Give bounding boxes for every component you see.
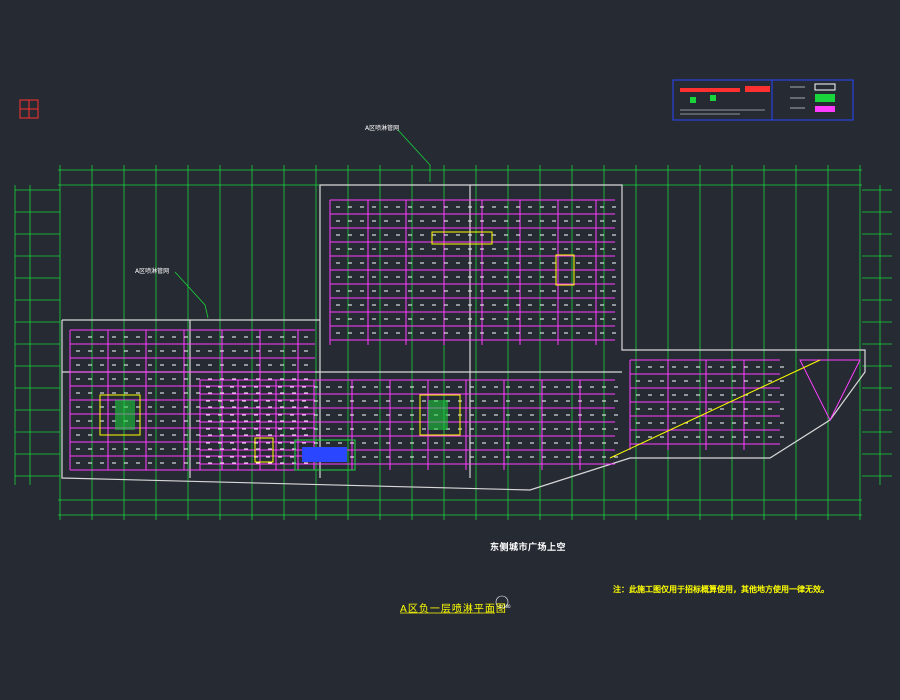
drawing-title: A区负一层喷淋平面图 (400, 604, 507, 615)
title-tag: 1:100 (499, 604, 511, 609)
above-plaza-label: 东侧城市广场上空 (490, 543, 567, 553)
axis-grid (14, 165, 892, 520)
legend-box (672, 79, 854, 121)
annotation-leaders (174, 129, 431, 319)
sprinkler-pipe-network (69, 199, 780, 471)
view-marker-icon (19, 99, 39, 119)
title-symbol (495, 595, 509, 609)
drawing-note: 注：此施工图仅用于招标概算使用，其他地方使用一律无效。 (613, 585, 829, 594)
sprinkler-heads (76, 206, 784, 464)
annotation-top: A区喷淋管网 (365, 125, 400, 132)
core-areas (99, 231, 861, 471)
annotation-left: A区喷淋管网 (135, 268, 170, 275)
